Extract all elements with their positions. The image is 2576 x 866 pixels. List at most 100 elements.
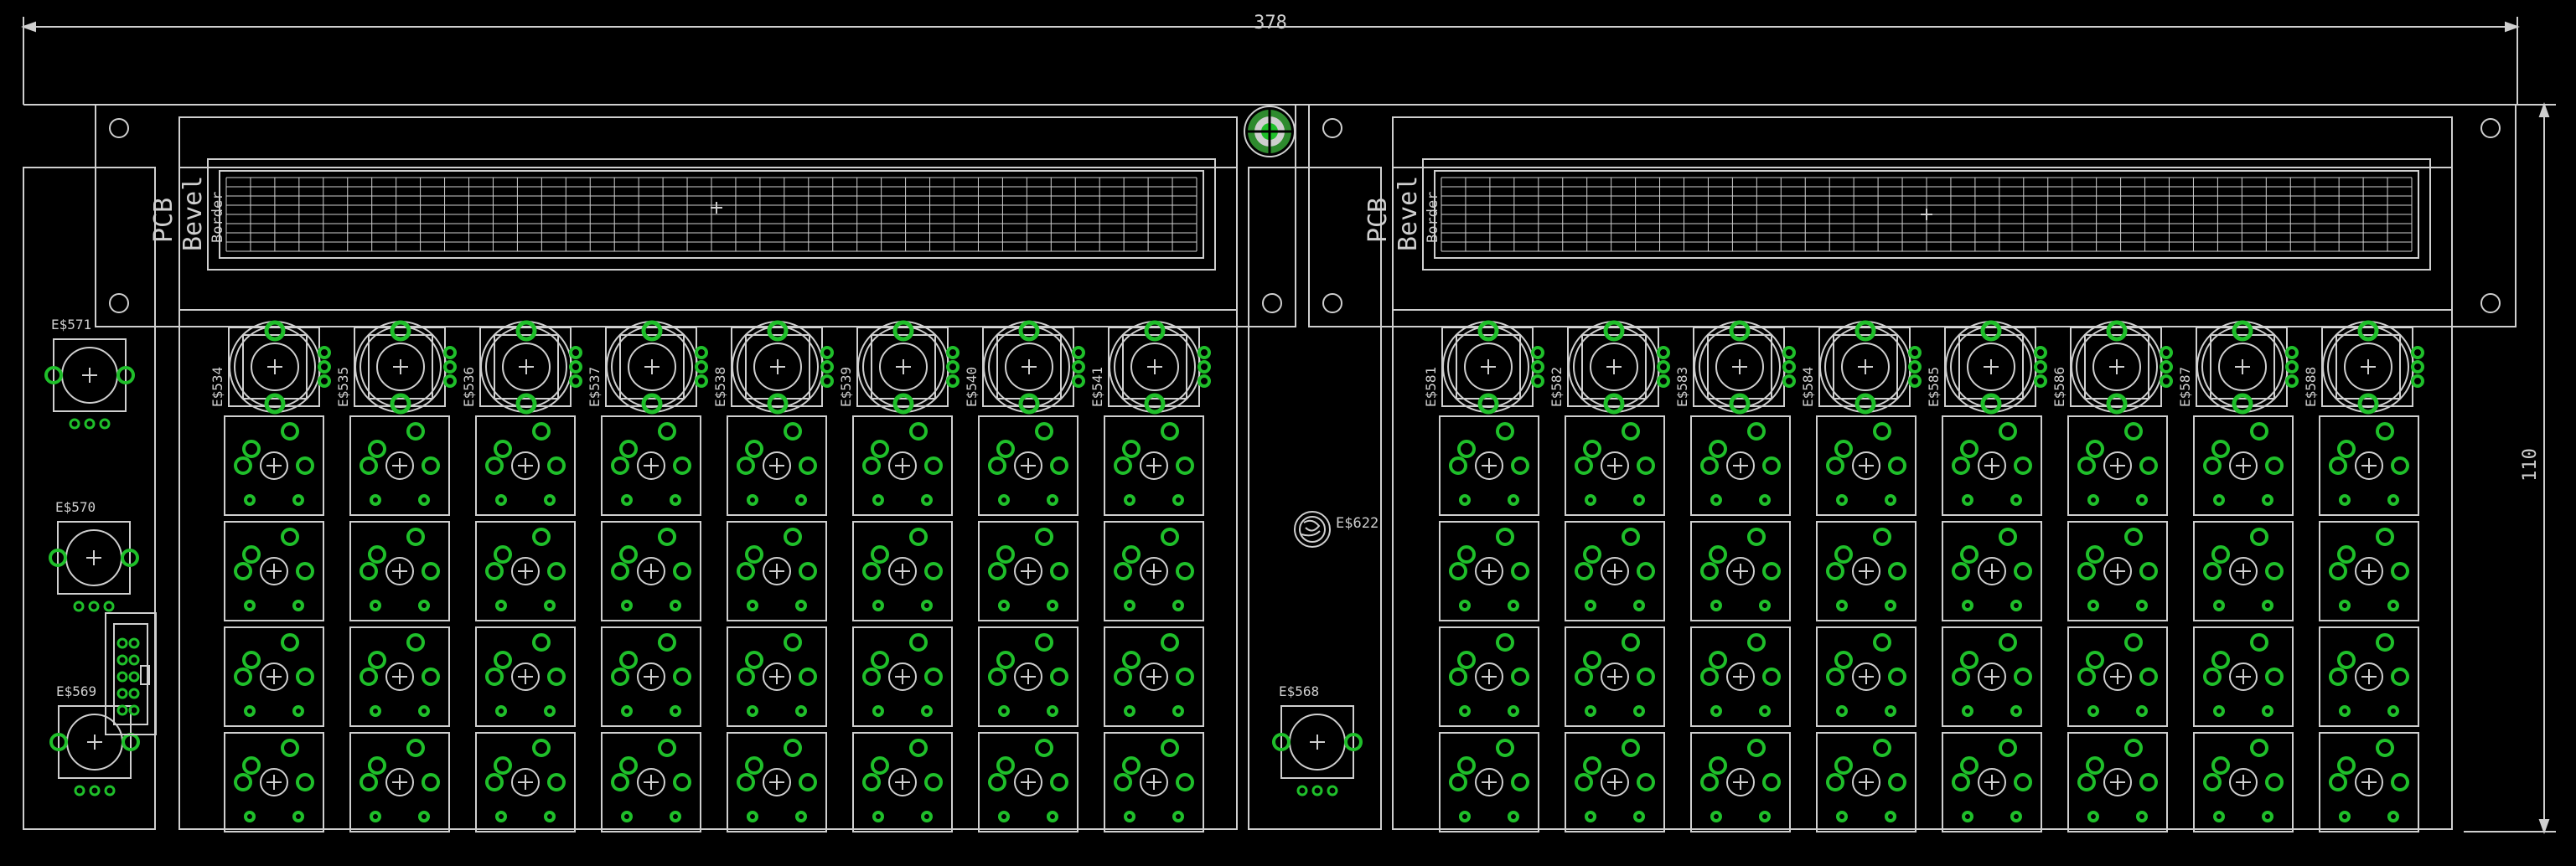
button-footprint [2067, 626, 2168, 727]
pcb-label-left: PCB [149, 198, 178, 243]
knob-part-label: E$540 [964, 367, 980, 407]
button-footprint [1816, 732, 1916, 832]
button-footprint [978, 415, 1079, 516]
button-footprint [224, 626, 324, 727]
button-footprint [601, 521, 701, 621]
button-footprint [349, 626, 450, 727]
button-footprint [852, 626, 953, 727]
button-footprint [978, 732, 1079, 832]
rotary-knob: E$540 [964, 320, 1085, 415]
header-pin [116, 671, 128, 683]
mounting-holes [109, 118, 2501, 313]
bevel-label-right: Bevel [1394, 176, 1423, 251]
knob-part-label: E$537 [587, 367, 603, 407]
button-footprint [1565, 732, 1665, 832]
button-footprint [1104, 415, 1204, 516]
knob-part-label: E$581 [1423, 367, 1439, 407]
header-pin [128, 704, 140, 716]
button-footprint [1690, 415, 1791, 516]
button-footprint [1816, 521, 1916, 621]
rotary-knob: E$534 [209, 320, 331, 415]
button-footprint [475, 626, 576, 727]
knob-row-left: E$534 E$535 E$536 E$537 E$538 E$539 E$540 E$541 [209, 320, 1211, 415]
button-footprint [2067, 415, 2168, 516]
button-footprint [978, 521, 1079, 621]
rotary-knob: E$581 [1423, 320, 1544, 415]
rotary-knob: E$584 [1800, 320, 1922, 415]
button-footprint [1942, 415, 2042, 516]
button-footprint [2319, 521, 2419, 621]
top-logo-mount [1244, 106, 1296, 157]
button-footprint [2193, 626, 2294, 727]
button-footprint [1104, 732, 1204, 832]
header-pin [128, 671, 140, 683]
lcd-character-grid [225, 177, 1197, 252]
encoder-footprint: E$571 [44, 317, 135, 430]
button-footprint [601, 626, 701, 727]
board-outlines [23, 104, 2517, 830]
header-pin [116, 654, 128, 666]
button-footprint [1565, 521, 1665, 621]
encoder-part-label: E$568 [1279, 683, 1319, 699]
button-footprint [2319, 415, 2419, 516]
button-footprint [1942, 521, 2042, 621]
button-footprint [224, 415, 324, 516]
knob-part-label: E$534 [209, 367, 225, 407]
encoder-part-label: E$571 [51, 317, 91, 332]
button-footprint [1104, 626, 1204, 727]
header-pin [116, 637, 128, 649]
knob-part-label: E$535 [335, 367, 351, 407]
button-footprint [978, 626, 1079, 727]
button-footprint [852, 521, 953, 621]
border-label-right: Border [1425, 192, 1441, 243]
rotary-knob: E$587 [2177, 320, 2299, 415]
rotary-knob: E$539 [838, 320, 960, 415]
rotary-knob: E$535 [335, 320, 457, 415]
button-footprint [1104, 521, 1204, 621]
lcd-display-left [178, 116, 1238, 311]
knob-part-label: E$538 [712, 367, 728, 407]
pcb-label-right: PCB [1363, 198, 1393, 243]
button-footprint [1816, 626, 1916, 727]
height-dimension-label: 110 [2520, 448, 2541, 482]
button-footprint [1439, 626, 1539, 727]
rotary-knob: E$582 [1549, 320, 1670, 415]
button-footprint [224, 521, 324, 621]
button-footprint [1690, 521, 1791, 621]
button-footprint [1942, 626, 2042, 727]
encoder-part-label: E$569 [56, 683, 96, 699]
ribbon-header-pins [116, 637, 140, 716]
header-pin [128, 654, 140, 666]
knob-part-label: E$584 [1800, 367, 1816, 407]
button-footprint [349, 521, 450, 621]
rotary-knob: E$588 [2303, 320, 2424, 415]
button-footprint [475, 521, 576, 621]
rotary-knob: E$541 [1089, 320, 1211, 415]
header-pin [116, 704, 128, 716]
button-footprint [727, 732, 827, 832]
button-footprint [475, 732, 576, 832]
knob-part-label: E$539 [838, 367, 854, 407]
button-footprint [727, 521, 827, 621]
button-footprint [2193, 732, 2294, 832]
button-footprint [601, 732, 701, 832]
button-footprint [2067, 521, 2168, 621]
rotary-knob: E$537 [587, 320, 708, 415]
encoder-part-label: E$570 [55, 499, 96, 515]
button-footprint [224, 732, 324, 832]
button-footprint [349, 732, 450, 832]
rotary-knob: E$536 [461, 320, 582, 415]
knob-part-label: E$587 [2177, 367, 2193, 407]
button-footprint [2067, 732, 2168, 832]
button-footprint [852, 415, 953, 516]
button-footprint [475, 415, 576, 516]
button-footprint [1690, 732, 1791, 832]
border-label-left: Border [209, 192, 226, 243]
knob-part-label: E$541 [1089, 367, 1105, 407]
lcd-display-right [1392, 116, 2453, 311]
rotary-knob: E$585 [1926, 320, 2047, 415]
button-footprint [1690, 626, 1791, 727]
encoder-footprint: E$570 [49, 499, 139, 612]
